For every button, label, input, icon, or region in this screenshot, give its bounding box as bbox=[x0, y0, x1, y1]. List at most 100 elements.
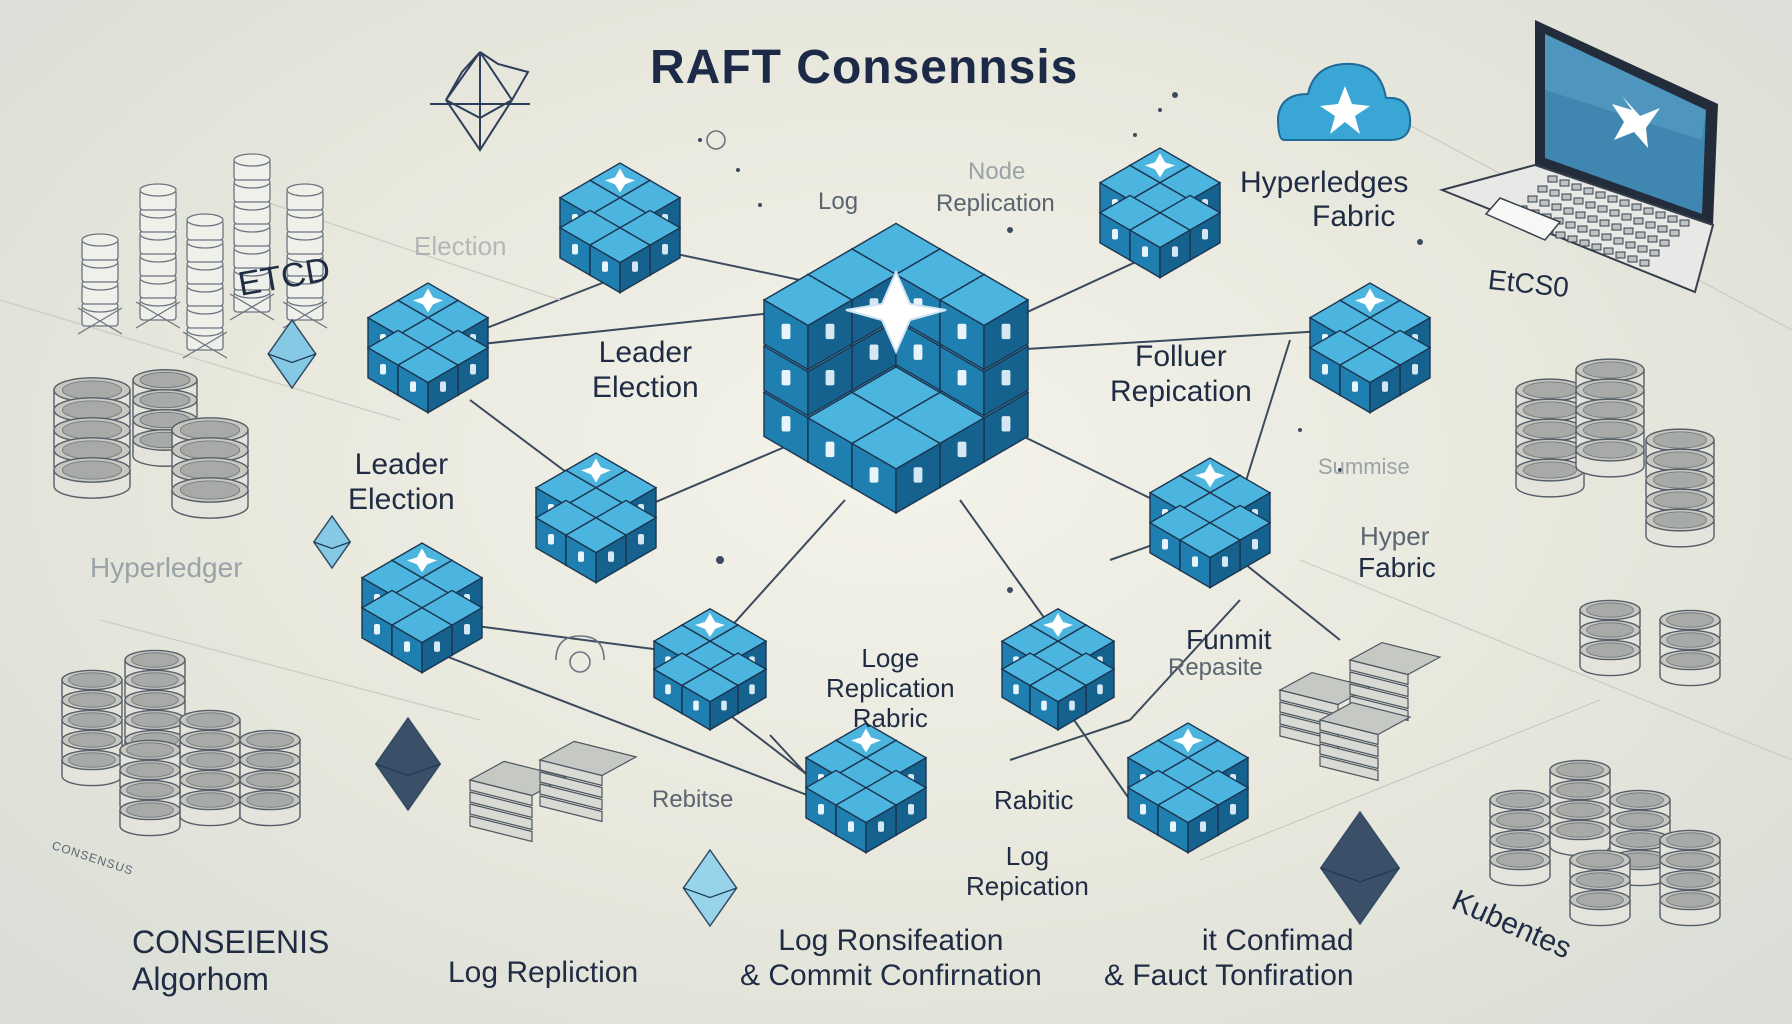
keyboard-key bbox=[1621, 213, 1632, 221]
keyboard-key bbox=[1579, 239, 1590, 247]
label-consensus-algorithm-text: CONSEIENIS Algorhom bbox=[132, 924, 330, 997]
label-hyper-right: Hyper bbox=[1360, 521, 1430, 551]
star-icon bbox=[1145, 153, 1175, 178]
keyboard-key bbox=[1655, 211, 1666, 219]
db-stack-right-b bbox=[1575, 358, 1645, 478]
keyboard-key bbox=[1667, 215, 1678, 223]
keyboard-key bbox=[1537, 185, 1548, 193]
db-stack-right-c bbox=[1645, 428, 1715, 548]
keyboard-key bbox=[1591, 243, 1602, 251]
star-icon bbox=[605, 168, 635, 193]
connector-line bbox=[429, 649, 821, 801]
label-log-ronsification: Log Ronsifeation & Commit Confirnation bbox=[740, 924, 1042, 993]
server-tower-4 bbox=[229, 153, 275, 321]
keyboard-key bbox=[1595, 191, 1606, 199]
db-stack-left-c bbox=[171, 417, 249, 519]
tray-right-c bbox=[1318, 701, 1412, 782]
keyboard-key bbox=[1597, 205, 1608, 213]
keyboard-key bbox=[1583, 187, 1594, 195]
laptop-icon bbox=[1438, 20, 1718, 294]
connector-line bbox=[1239, 339, 1291, 501]
keyboard-key bbox=[1575, 211, 1586, 219]
leader-cube-central bbox=[762, 222, 1030, 515]
label-replication-top: Replication bbox=[936, 190, 1055, 217]
db-stack-right-a bbox=[1515, 378, 1585, 498]
db-stack-right-e bbox=[1659, 609, 1721, 687]
node-cube-mid-left bbox=[534, 452, 658, 584]
label-fauct-tonfiration-text: it Confimad & Fauct Tonfiration bbox=[1104, 924, 1354, 992]
label-log-repication-text: Log Repication bbox=[966, 841, 1089, 901]
label-follower-replication: Folluer Repication bbox=[1110, 340, 1252, 409]
star-icon bbox=[1195, 463, 1225, 488]
node-cube-top-right bbox=[1098, 147, 1222, 279]
node-cube-mid-right bbox=[1148, 457, 1272, 589]
keyboard-key bbox=[1559, 179, 1570, 187]
db-stack-bl-c bbox=[179, 709, 241, 827]
label-loge-replication-text: Loge Replication Rabric bbox=[826, 643, 955, 733]
node-cube-right bbox=[1308, 282, 1432, 414]
node-cube-lower-center-right bbox=[1000, 607, 1116, 731]
star-icon bbox=[851, 728, 881, 753]
label-hyperledger-left: Hyperledger bbox=[90, 552, 243, 583]
keyboard-key bbox=[1601, 233, 1612, 241]
connector-line bbox=[1239, 559, 1341, 641]
keyboard-key bbox=[1639, 259, 1650, 267]
label-hyperledger-top: Hyperledges bbox=[1240, 166, 1409, 199]
node-cube-lower-center-left bbox=[652, 607, 768, 731]
db-stack-bl-a bbox=[61, 669, 123, 787]
storage-trays bbox=[468, 641, 1442, 843]
keyboard-key bbox=[1643, 207, 1654, 215]
label-leader-election-2-text: Leader Election bbox=[348, 448, 455, 516]
label-leader-election-2: Leader Election bbox=[348, 448, 455, 517]
keyboard-key bbox=[1565, 221, 1576, 229]
keyboard-key bbox=[1563, 207, 1574, 215]
node-cube-bottom-right bbox=[1126, 722, 1250, 854]
label-follower-replication-text: Folluer Repication bbox=[1110, 340, 1252, 408]
crystal-icon-2 bbox=[312, 514, 352, 570]
star-icon bbox=[695, 613, 725, 638]
keyboard-key bbox=[1561, 193, 1572, 201]
db-stack-br-b bbox=[1549, 759, 1611, 857]
keyboard-key bbox=[1633, 217, 1644, 225]
node-cubes bbox=[360, 147, 1432, 854]
server-towers bbox=[77, 153, 328, 359]
node-cube-top-left bbox=[558, 162, 682, 294]
tray-left-b bbox=[538, 740, 638, 823]
wireframe-polyhedron-icon bbox=[430, 51, 530, 152]
label-rabitic: Rabitic bbox=[994, 785, 1074, 815]
label-leader-election-1-text: Leader Election bbox=[592, 336, 699, 404]
database-stacks bbox=[53, 358, 1721, 927]
node-cube-lower-left bbox=[360, 542, 484, 674]
keyboard-key bbox=[1657, 225, 1668, 233]
keyboard-key bbox=[1627, 255, 1638, 263]
star-icon bbox=[407, 548, 437, 573]
keyboard-key bbox=[1679, 219, 1690, 227]
label-fabric-top: Fabric bbox=[1312, 200, 1396, 233]
keyboard-key bbox=[1615, 251, 1626, 259]
label-rebitse: Rebitse bbox=[652, 786, 734, 813]
keyboard-key bbox=[1607, 195, 1618, 203]
label-loge-replication: Loge Replication Rabric bbox=[826, 643, 955, 734]
star-icon bbox=[413, 288, 443, 313]
keyboard-key bbox=[1527, 195, 1538, 203]
keyboard-key bbox=[1603, 247, 1614, 255]
leader-star-icon bbox=[845, 269, 947, 355]
db-stack-br-c bbox=[1609, 789, 1671, 887]
star-icon bbox=[1355, 288, 1385, 313]
db-stack-left-a bbox=[53, 377, 131, 499]
keyboard-key bbox=[1623, 227, 1634, 235]
crystal-icon-1 bbox=[267, 318, 317, 390]
db-stack-right-d bbox=[1579, 599, 1641, 677]
connector-line bbox=[1009, 719, 1131, 761]
db-stack-br-d bbox=[1659, 829, 1721, 927]
keyboard-key bbox=[1577, 225, 1588, 233]
cloud-icon bbox=[1276, 62, 1412, 141]
keyboard-key bbox=[1619, 199, 1630, 207]
tray-right-b bbox=[1348, 641, 1442, 722]
keyboard-key bbox=[1647, 235, 1658, 243]
crystal-icons bbox=[267, 318, 1401, 928]
keyboard-key bbox=[1637, 245, 1648, 253]
keyboard-key bbox=[1609, 209, 1620, 217]
keyboard-key bbox=[1549, 189, 1560, 197]
keyboard-key bbox=[1567, 235, 1578, 243]
